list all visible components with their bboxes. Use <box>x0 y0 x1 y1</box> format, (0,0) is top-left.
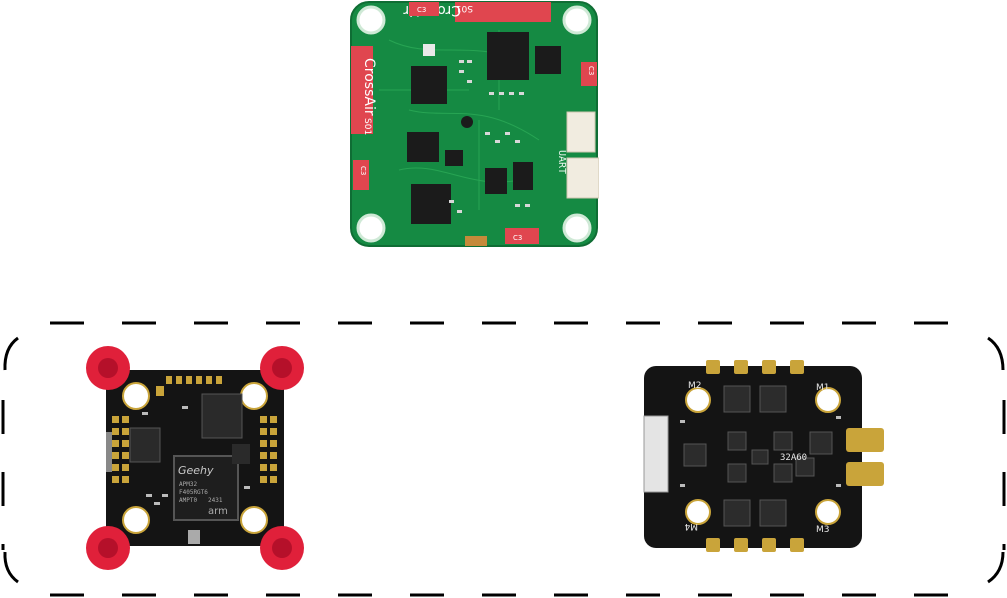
cap-label: C3 <box>417 6 426 14</box>
motor-label-m3: M3 <box>816 525 830 535</box>
mcu-brand: Geehy <box>178 464 214 477</box>
cap-label: C3 <box>513 234 522 242</box>
crossair-board-image: UART CrossAir S01 CrossAir S01 C3 C3 C3 … <box>350 1 599 247</box>
esc-board-image: 32A60 M1 M2 M3 M4 <box>643 360 884 552</box>
mcu-line-1: APM32 <box>179 481 197 488</box>
crossair-top-suffix: S01 <box>456 3 473 13</box>
dashed-group-frame <box>1 321 1006 597</box>
cap-label: C3 <box>587 66 595 75</box>
crossair-side-suffix: S01 <box>362 118 372 135</box>
mcu-logo: arm <box>208 506 228 517</box>
mcu-line-3: AMPT0 <box>179 497 197 504</box>
esc-model-label: 32A60 <box>780 453 807 463</box>
flight-controller-image: Geehy APM32 F405RGT6 AMPT0 2431 arm <box>86 346 304 570</box>
cap-label: C3 <box>359 166 367 175</box>
motor-label-m2: M2 <box>688 381 702 391</box>
mcu-line-2: F405RGT6 <box>179 489 208 496</box>
motor-label-m1: M1 <box>816 383 830 393</box>
mcu-line-4: 2431 <box>208 497 223 504</box>
crossair-side-label: CrossAir <box>361 58 377 116</box>
connector-label: UART <box>556 150 567 174</box>
motor-label-m4: M4 <box>684 521 698 531</box>
